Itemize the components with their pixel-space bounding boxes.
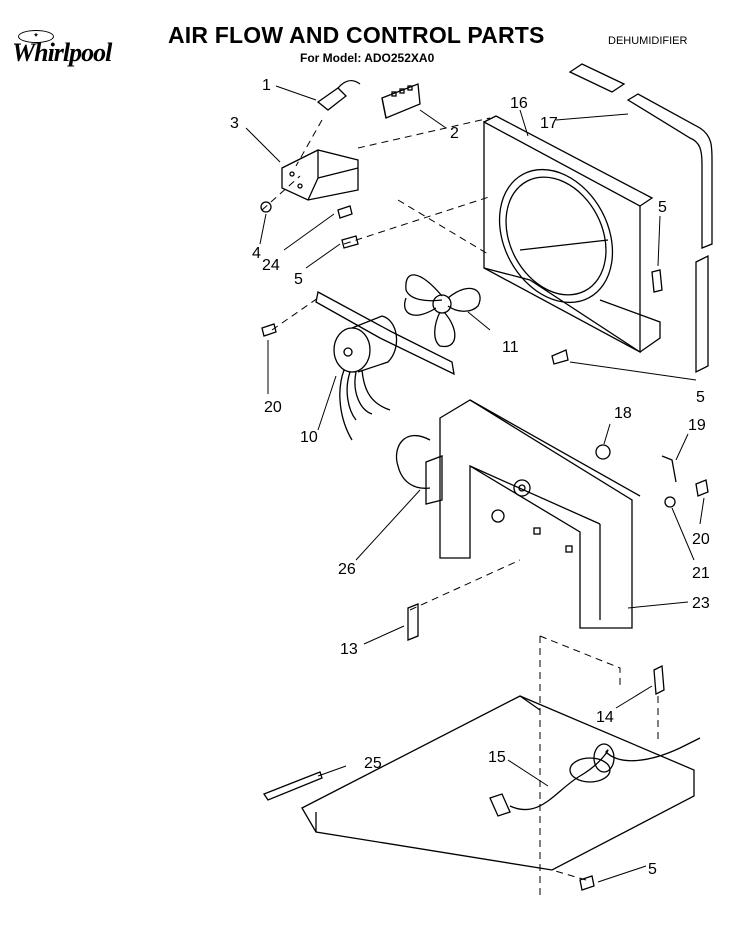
assembly-guide-lines	[261, 117, 659, 900]
callout-19: 19	[688, 417, 706, 434]
callout-2: 2	[450, 125, 459, 142]
callout-5-b: 5	[658, 199, 667, 216]
main-chassis	[439, 399, 641, 629]
part-14-screw	[653, 664, 665, 696]
model-line: For Model: ADO252XA0	[300, 51, 435, 65]
part-5-screw-b	[651, 269, 663, 293]
callout-5-c: 5	[696, 389, 705, 406]
callout-26: 26	[338, 561, 356, 578]
callout-3: 3	[230, 115, 239, 132]
leader-lines	[245, 85, 705, 883]
callout-labels: 1 2 3 4 24 5 16 17 5 11 20 10 5 18 19 26…	[230, 77, 710, 878]
part-24-screw	[337, 205, 353, 219]
callout-10: 10	[300, 429, 318, 446]
brand-name: Whirlpool	[12, 38, 112, 67]
logo-emblem: ✦	[18, 30, 54, 43]
callout-24: 24	[262, 257, 280, 274]
part-16-fan-shroud	[483, 115, 661, 354]
part-18-knob	[595, 444, 611, 460]
part-19-bracket	[661, 455, 677, 483]
part-17-seal-strips	[568, 63, 713, 374]
callout-18: 18	[614, 405, 632, 422]
part-13-switch	[407, 603, 419, 641]
base-pan	[301, 695, 695, 871]
part-20-screw-a	[261, 323, 277, 337]
motor-mount-plate	[315, 291, 455, 376]
callout-20-a: 20	[264, 399, 282, 416]
part-5-screw-a	[341, 235, 359, 249]
part-2-control-switch	[381, 83, 421, 119]
whirlpool-logo: ✦ Whirlpool	[12, 30, 138, 76]
callout-1: 1	[262, 77, 271, 94]
callout-23: 23	[692, 595, 710, 612]
callout-11: 11	[502, 339, 519, 356]
part-11-fan-blade	[404, 274, 481, 348]
part-5-screw-d	[579, 875, 595, 891]
part-25-cable-tie	[263, 771, 323, 801]
callout-13: 13	[340, 641, 358, 658]
callout-21: 21	[692, 565, 710, 582]
page-title: AIR FLOW AND CONTROL PARTS	[168, 22, 545, 48]
callout-4: 4	[252, 245, 261, 262]
part-5-screw-c	[551, 349, 569, 365]
part-3-bracket	[281, 149, 359, 201]
callout-5-a: 5	[294, 271, 303, 288]
part-20-screw-b	[695, 479, 709, 497]
part-26-thermostat	[395, 434, 443, 505]
part-4-nut	[260, 201, 272, 213]
part-21-washer	[664, 496, 676, 508]
product-type: DEHUMIDIFIER	[608, 35, 688, 47]
callout-20-b: 20	[692, 531, 710, 548]
callout-17: 17	[540, 115, 558, 132]
callout-15: 15	[488, 749, 506, 766]
part-15-power-cord	[489, 737, 701, 817]
callout-14: 14	[596, 709, 614, 726]
part-10-fan-motor	[333, 315, 398, 441]
part-1-clip	[316, 79, 361, 111]
callout-5-d: 5	[648, 861, 657, 878]
callout-25: 25	[364, 755, 382, 772]
callout-16: 16	[510, 95, 528, 112]
